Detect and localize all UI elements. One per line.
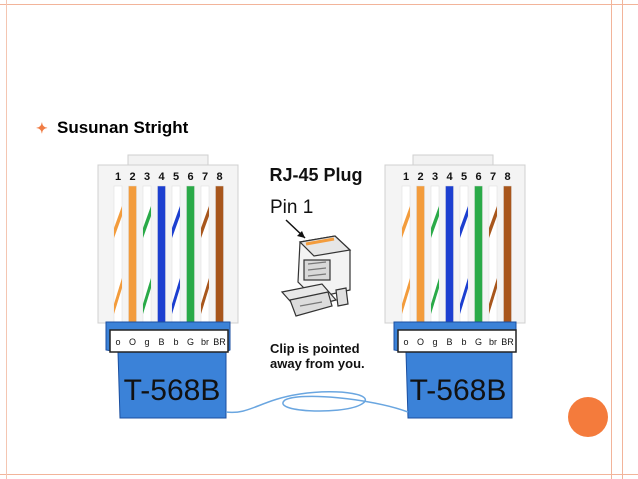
left-wire-code: BR — [213, 337, 226, 347]
left-wire — [186, 185, 195, 325]
ring-bullet-icon: ✦ — [36, 120, 48, 136]
right-wire-code: B — [446, 337, 452, 347]
left-wire — [171, 185, 181, 325]
right-wire-code: b — [461, 337, 466, 347]
left-wire — [200, 185, 210, 325]
left-wire — [128, 185, 137, 325]
right-wire-code: br — [489, 337, 497, 347]
right-pin-number: 8 — [504, 171, 510, 183]
right-rule-inner — [622, 0, 623, 479]
right-pin-number: 5 — [461, 171, 467, 183]
right-wire-code: G — [475, 337, 482, 347]
right-wire — [474, 185, 483, 325]
left-wire-code: g — [144, 337, 149, 347]
right-pin-number: 1 — [403, 171, 409, 183]
clip-note-line2: away from you. — [270, 356, 365, 371]
connecting-cable — [225, 391, 409, 414]
right-code-box — [397, 329, 517, 353]
top-rule — [0, 4, 638, 5]
right-pin-number: 4 — [446, 171, 453, 183]
right-wire-code: o — [403, 337, 408, 347]
right-connector-top — [412, 154, 494, 166]
left-pin-number: 1 — [115, 171, 121, 183]
right-wire — [488, 185, 498, 325]
pin1-arrowhead-icon — [297, 231, 305, 238]
right-pin-number: 6 — [475, 171, 481, 183]
decorative-orb — [568, 397, 608, 437]
clip-note-line1: Clip is pointed — [270, 341, 360, 356]
left-code-box — [109, 329, 229, 353]
right-pin-number: 7 — [490, 171, 496, 183]
right-pin-number: 2 — [417, 171, 423, 183]
right-wire — [459, 185, 469, 325]
left-standard-label: T-568B — [124, 374, 221, 407]
left-pin-number: 5 — [173, 171, 179, 183]
left-pin-number: 4 — [158, 171, 165, 183]
right-wire — [503, 185, 512, 325]
left-connector-top — [127, 154, 209, 166]
left-wire-code: br — [201, 337, 209, 347]
left-wire — [113, 185, 123, 325]
right-wire-code: BR — [501, 337, 514, 347]
right-pin-number: 3 — [432, 171, 438, 183]
rj45-plug-icon — [280, 235, 352, 317]
left-pin-number: 3 — [144, 171, 150, 183]
left-pin-number: 7 — [202, 171, 208, 183]
left-rule — [6, 0, 7, 479]
left-pin-number: 2 — [129, 171, 135, 183]
right-wire — [445, 185, 454, 325]
left-wire-code: o — [115, 337, 120, 347]
left-wire — [142, 185, 152, 325]
slide-heading: Susunan Stright — [57, 118, 189, 137]
bottom-rule — [0, 474, 638, 475]
left-pin-number: 8 — [216, 171, 222, 183]
right-rule-outer — [611, 0, 612, 479]
left-wire-code: G — [187, 337, 194, 347]
right-wire — [401, 185, 411, 325]
right-standard-label: T-568B — [410, 374, 507, 407]
left-pin-number: 6 — [187, 171, 193, 183]
right-wire-code: O — [417, 337, 424, 347]
pin1-label: Pin 1 — [270, 197, 313, 218]
right-wire-code: g — [432, 337, 437, 347]
rj45-title: RJ-45 Plug — [269, 165, 362, 185]
left-wire — [157, 185, 166, 325]
right-wire — [430, 185, 440, 325]
right-wire — [416, 185, 425, 325]
left-wire-code: O — [129, 337, 136, 347]
left-wire-code: b — [173, 337, 178, 347]
left-wire-code: B — [158, 337, 164, 347]
left-wire — [215, 185, 224, 325]
